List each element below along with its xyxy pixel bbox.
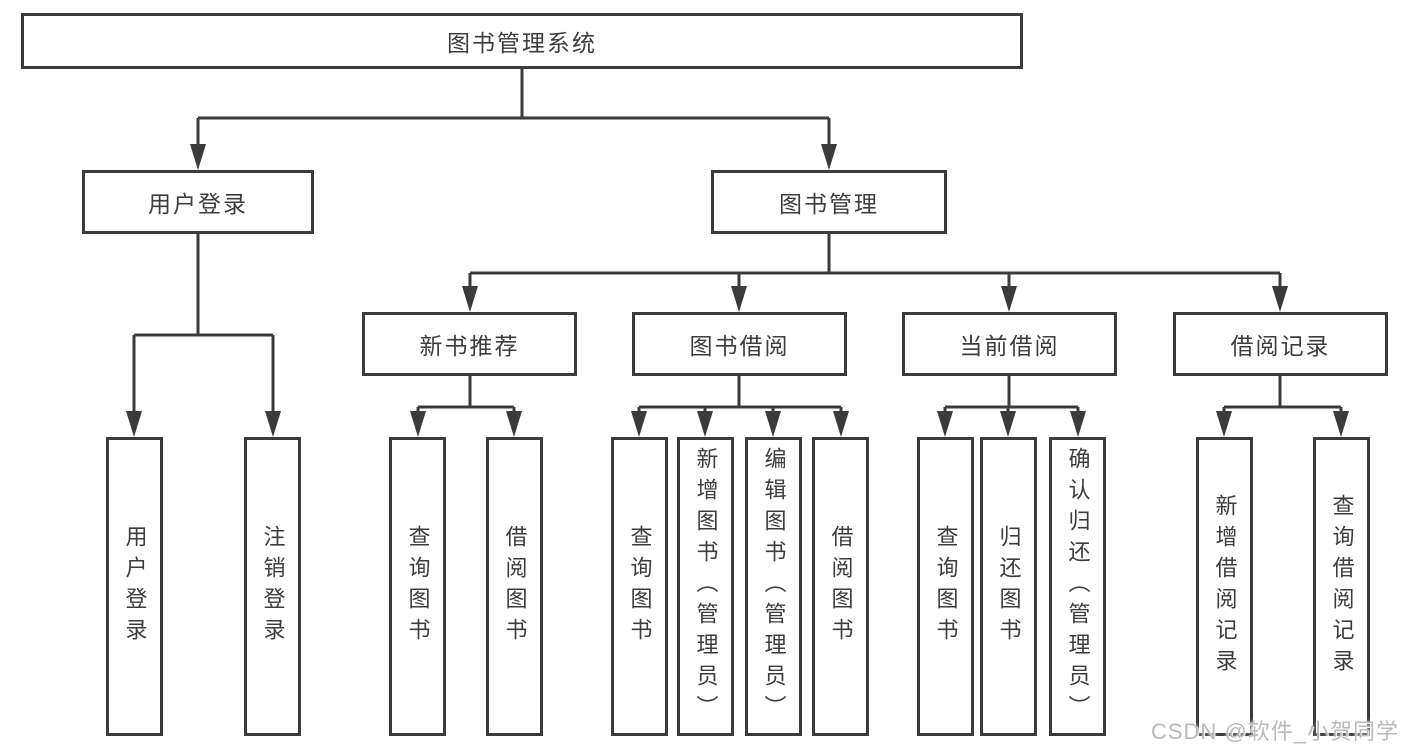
leaf-borrow-books: 借阅图书 <box>812 437 869 736</box>
node-label: 图书管理 <box>779 191 879 217</box>
connector-book-management-children <box>462 234 1288 312</box>
node-label: 查询图书 <box>933 524 959 649</box>
node-current-borrowing: 当前借阅 <box>902 312 1117 376</box>
node-label: 新增借阅记录 <box>1212 493 1238 680</box>
connector-root-to-level2 <box>190 69 837 170</box>
leaf-add-borrow-record: 新增借阅记录 <box>1196 437 1253 736</box>
node-label: 当前借阅 <box>959 333 1060 359</box>
node-user-login: 用户登录 <box>82 170 314 234</box>
connector-book-borrowing-children <box>631 376 849 437</box>
node-label: 注销登录 <box>260 524 286 649</box>
leaf-logout: 注销登录 <box>244 437 301 736</box>
connector-user-login-children <box>126 234 281 437</box>
leaf-edit-book-admin: 编辑图书（管理员） <box>745 437 802 736</box>
node-label: 借阅图书 <box>828 524 854 649</box>
leaf-query-books-borrowing: 查询图书 <box>611 437 668 736</box>
node-label: 查询图书 <box>627 524 653 649</box>
leaf-user-login: 用户登录 <box>106 437 163 736</box>
node-label: 新书推荐 <box>419 333 520 359</box>
node-new-book-recommendation: 新书推荐 <box>362 312 577 376</box>
node-book-borrowing: 图书借阅 <box>632 312 847 376</box>
csdn-watermark: CSDN @软件_小贺同学 <box>1150 719 1399 744</box>
node-label: 用户登录 <box>122 524 148 649</box>
node-label: 编辑图书（管理员） <box>761 447 787 726</box>
node-label: 确认归还（管理员） <box>1065 447 1091 726</box>
leaf-query-books-recommend: 查询图书 <box>389 437 446 736</box>
node-label: 图书管理系统 <box>447 30 597 56</box>
node-label: 借阅记录 <box>1230 333 1331 359</box>
node-label: 图书借阅 <box>689 333 790 359</box>
node-label: 归还图书 <box>996 524 1022 649</box>
node-label: 新增图书（管理员） <box>693 447 719 726</box>
node-label: 借阅图书 <box>502 524 528 649</box>
node-library-management-system: 图书管理系统 <box>21 13 1023 69</box>
leaf-add-book-admin: 新增图书（管理员） <box>677 437 734 736</box>
leaf-query-borrow-record: 查询借阅记录 <box>1313 437 1370 736</box>
node-book-management: 图书管理 <box>711 170 947 234</box>
leaf-return-books: 归还图书 <box>980 437 1037 736</box>
connector-current-borrowing-children <box>937 376 1086 437</box>
node-borrowing-records: 借阅记录 <box>1173 312 1388 376</box>
connector-new-book-children <box>410 376 522 437</box>
node-label: 查询借阅记录 <box>1329 493 1355 680</box>
connector-borrowing-records-children <box>1216 376 1349 437</box>
leaf-confirm-return-admin: 确认归还（管理员） <box>1049 437 1106 736</box>
leaf-query-books-current: 查询图书 <box>917 437 974 736</box>
leaf-borrow-books-recommend: 借阅图书 <box>486 437 543 736</box>
node-label: 查询图书 <box>405 524 431 649</box>
node-label: 用户登录 <box>148 191 248 217</box>
